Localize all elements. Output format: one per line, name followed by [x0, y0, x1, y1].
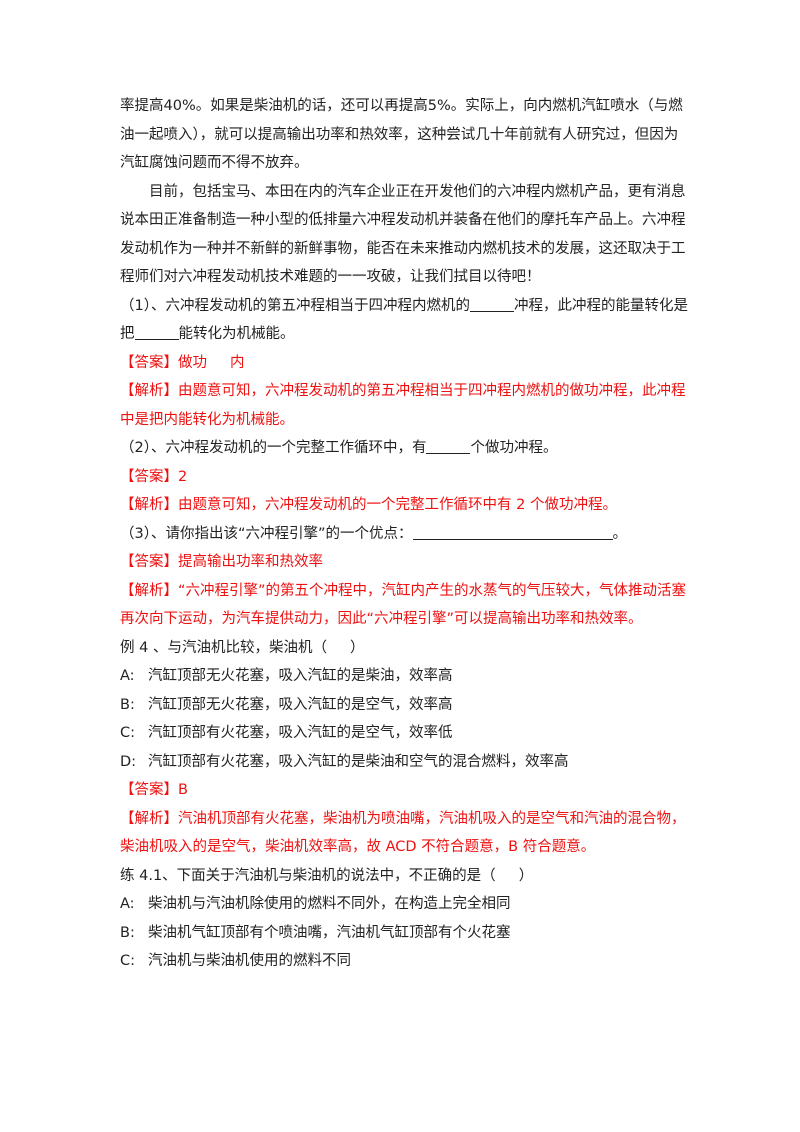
option-c: C:汽油机与柴油机使用的燃料不同 [120, 953, 351, 969]
paragraph: 率提高40%。如果是柴油机的话，还可以再提高5%。实际上，向内燃机汽缸喷水（与燃… [120, 98, 683, 171]
option-b: B:汽缸顶部无火花塞，吸入汽缸的是空气，效率高 [120, 696, 453, 713]
document-content: 率提高40%。如果是柴油机的话，还可以再提高5%。实际上，向内燃机汽缸喷水（与燃… [120, 92, 688, 976]
practice-4-1-stem: 练 4.1、下面关于汽油机与柴油机的说法中，不正确的是（ ） [120, 867, 534, 884]
option-c: C:汽缸顶部有火花塞，吸入汽缸的是空气，效率低 [120, 725, 453, 741]
example-4-stem: 例 4 、与汽油机比较，柴油机（ ） [120, 639, 365, 656]
answer-blank [469, 295, 514, 312]
question-2: （2）、六冲程发动机的一个完整工作循环中，有个做功冲程。 [120, 434, 688, 463]
answer-line: 【答案】做功 内 [120, 354, 245, 371]
paragraph: 目前，包括宝马、本田在内的汽车企业正在开发他们的六冲程内燃机产品，更有消息说本田… [120, 183, 686, 286]
analysis-line: 【解析】由题意可知，六冲程发动机的第五冲程相当于四冲程内燃机的做功冲程，此冲程中… [120, 383, 686, 428]
analysis-line: 【解析】汽油机顶部有火花塞，柴油机为喷油嘴，汽油机吸入的是空气和汽油的混合物，柴… [120, 810, 686, 856]
answer-blank [134, 323, 179, 340]
answer-blank [412, 523, 613, 540]
analysis-line: 【解析】由题意可知，六冲程发动机的一个完整工作循环中有 2 个做功冲程。 [120, 497, 617, 513]
option-d: D:汽缸顶部有火花塞，吸入汽缸的是柴油和空气的混合燃料，效率高 [120, 753, 569, 770]
question-3: （3）、请你指出该“六冲程引擎”的一个优点：。 [120, 520, 688, 549]
question-1: （1）、六冲程发动机的第五冲程相当于四冲程内燃机的冲程，此冲程的能量转化是把能转… [120, 292, 688, 349]
answer-line: 【答案】2 [120, 468, 188, 485]
answer-line: 【答案】提高输出功率和热效率 [120, 554, 323, 570]
answer-blank [426, 437, 471, 454]
option-a: A:汽缸顶部无火花塞，吸入汽缸的是柴油，效率高 [120, 668, 453, 684]
option-a: A:柴油机与汽油机除使用的燃料不同外，在构造上完全相同 [120, 896, 511, 912]
option-b: B:柴油机气缸顶部有个喷油嘴，汽油机气缸顶部有个火花塞 [120, 924, 511, 941]
answer-line: 【答案】B [120, 782, 188, 798]
analysis-line: 【解析】“六冲程引擎”的第五个冲程中，汽缸内产生的水蒸气的气压较大，气体推动活塞… [120, 582, 687, 628]
